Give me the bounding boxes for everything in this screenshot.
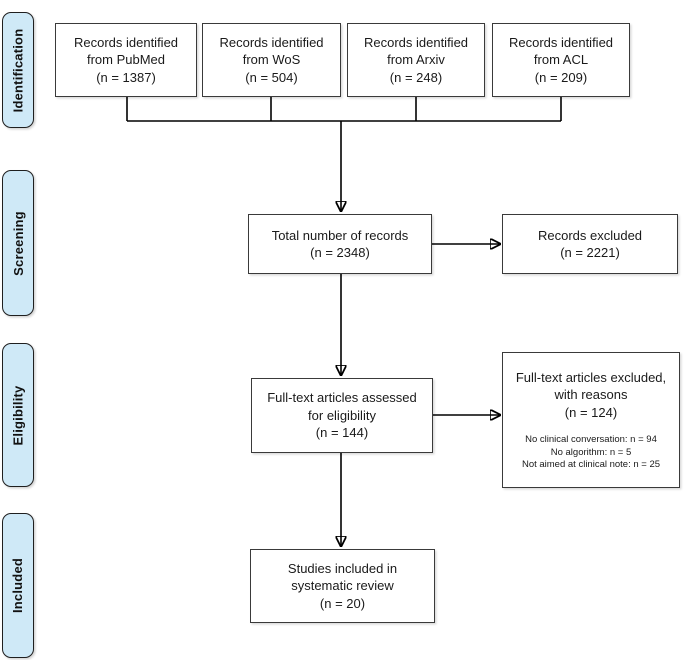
source-box-acl: Records identified from ACL (n = 209) [492, 23, 630, 97]
stage-label-identification: Identification [2, 12, 34, 128]
source-box-wos: Records identified from WoS (n = 504) [202, 23, 341, 97]
fulltext-excluded-main-text: Full-text articles excluded, with reason… [515, 369, 667, 420]
studies-included-text: Studies included in systematic review (n… [287, 560, 398, 611]
studies-included-box: Studies included in systematic review (n… [250, 549, 435, 623]
fulltext-assessed-box: Full-text articles assessed for eligibil… [251, 378, 433, 453]
stage-label-eligibility-text: Eligibility [10, 385, 26, 445]
source-box-pubmed: Records identified from PubMed (n = 1387… [55, 23, 197, 97]
source-box-wos-text: Records identified from WoS (n = 504) [219, 34, 324, 85]
stage-label-included: Included [2, 513, 34, 658]
fulltext-excluded-box: Full-text articles excluded, with reason… [502, 352, 680, 488]
stage-label-screening: Screening [2, 170, 34, 316]
fulltext-assessed-text: Full-text articles assessed for eligibil… [267, 390, 417, 441]
fulltext-excluded-reasons-text: No clinical conversation: n = 94 No algo… [521, 434, 661, 470]
total-records-box: Total number of records (n = 2348) [248, 214, 432, 274]
source-box-arxiv: Records identified from Arxiv (n = 248) [347, 23, 485, 97]
total-records-text: Total number of records (n = 2348) [271, 227, 409, 261]
stage-label-identification-text: Identification [10, 28, 26, 112]
stage-label-included-text: Included [10, 557, 26, 614]
stage-label-screening-text: Screening [10, 210, 26, 276]
records-excluded-box: Records excluded (n = 2221) [502, 214, 678, 274]
stage-label-eligibility: Eligibility [2, 343, 34, 487]
source-box-acl-text: Records identified from ACL (n = 209) [508, 34, 614, 85]
source-box-pubmed-text: Records identified from PubMed (n = 1387… [73, 34, 179, 85]
records-excluded-text: Records excluded (n = 2221) [537, 227, 643, 261]
source-box-arxiv-text: Records identified from Arxiv (n = 248) [363, 34, 469, 85]
